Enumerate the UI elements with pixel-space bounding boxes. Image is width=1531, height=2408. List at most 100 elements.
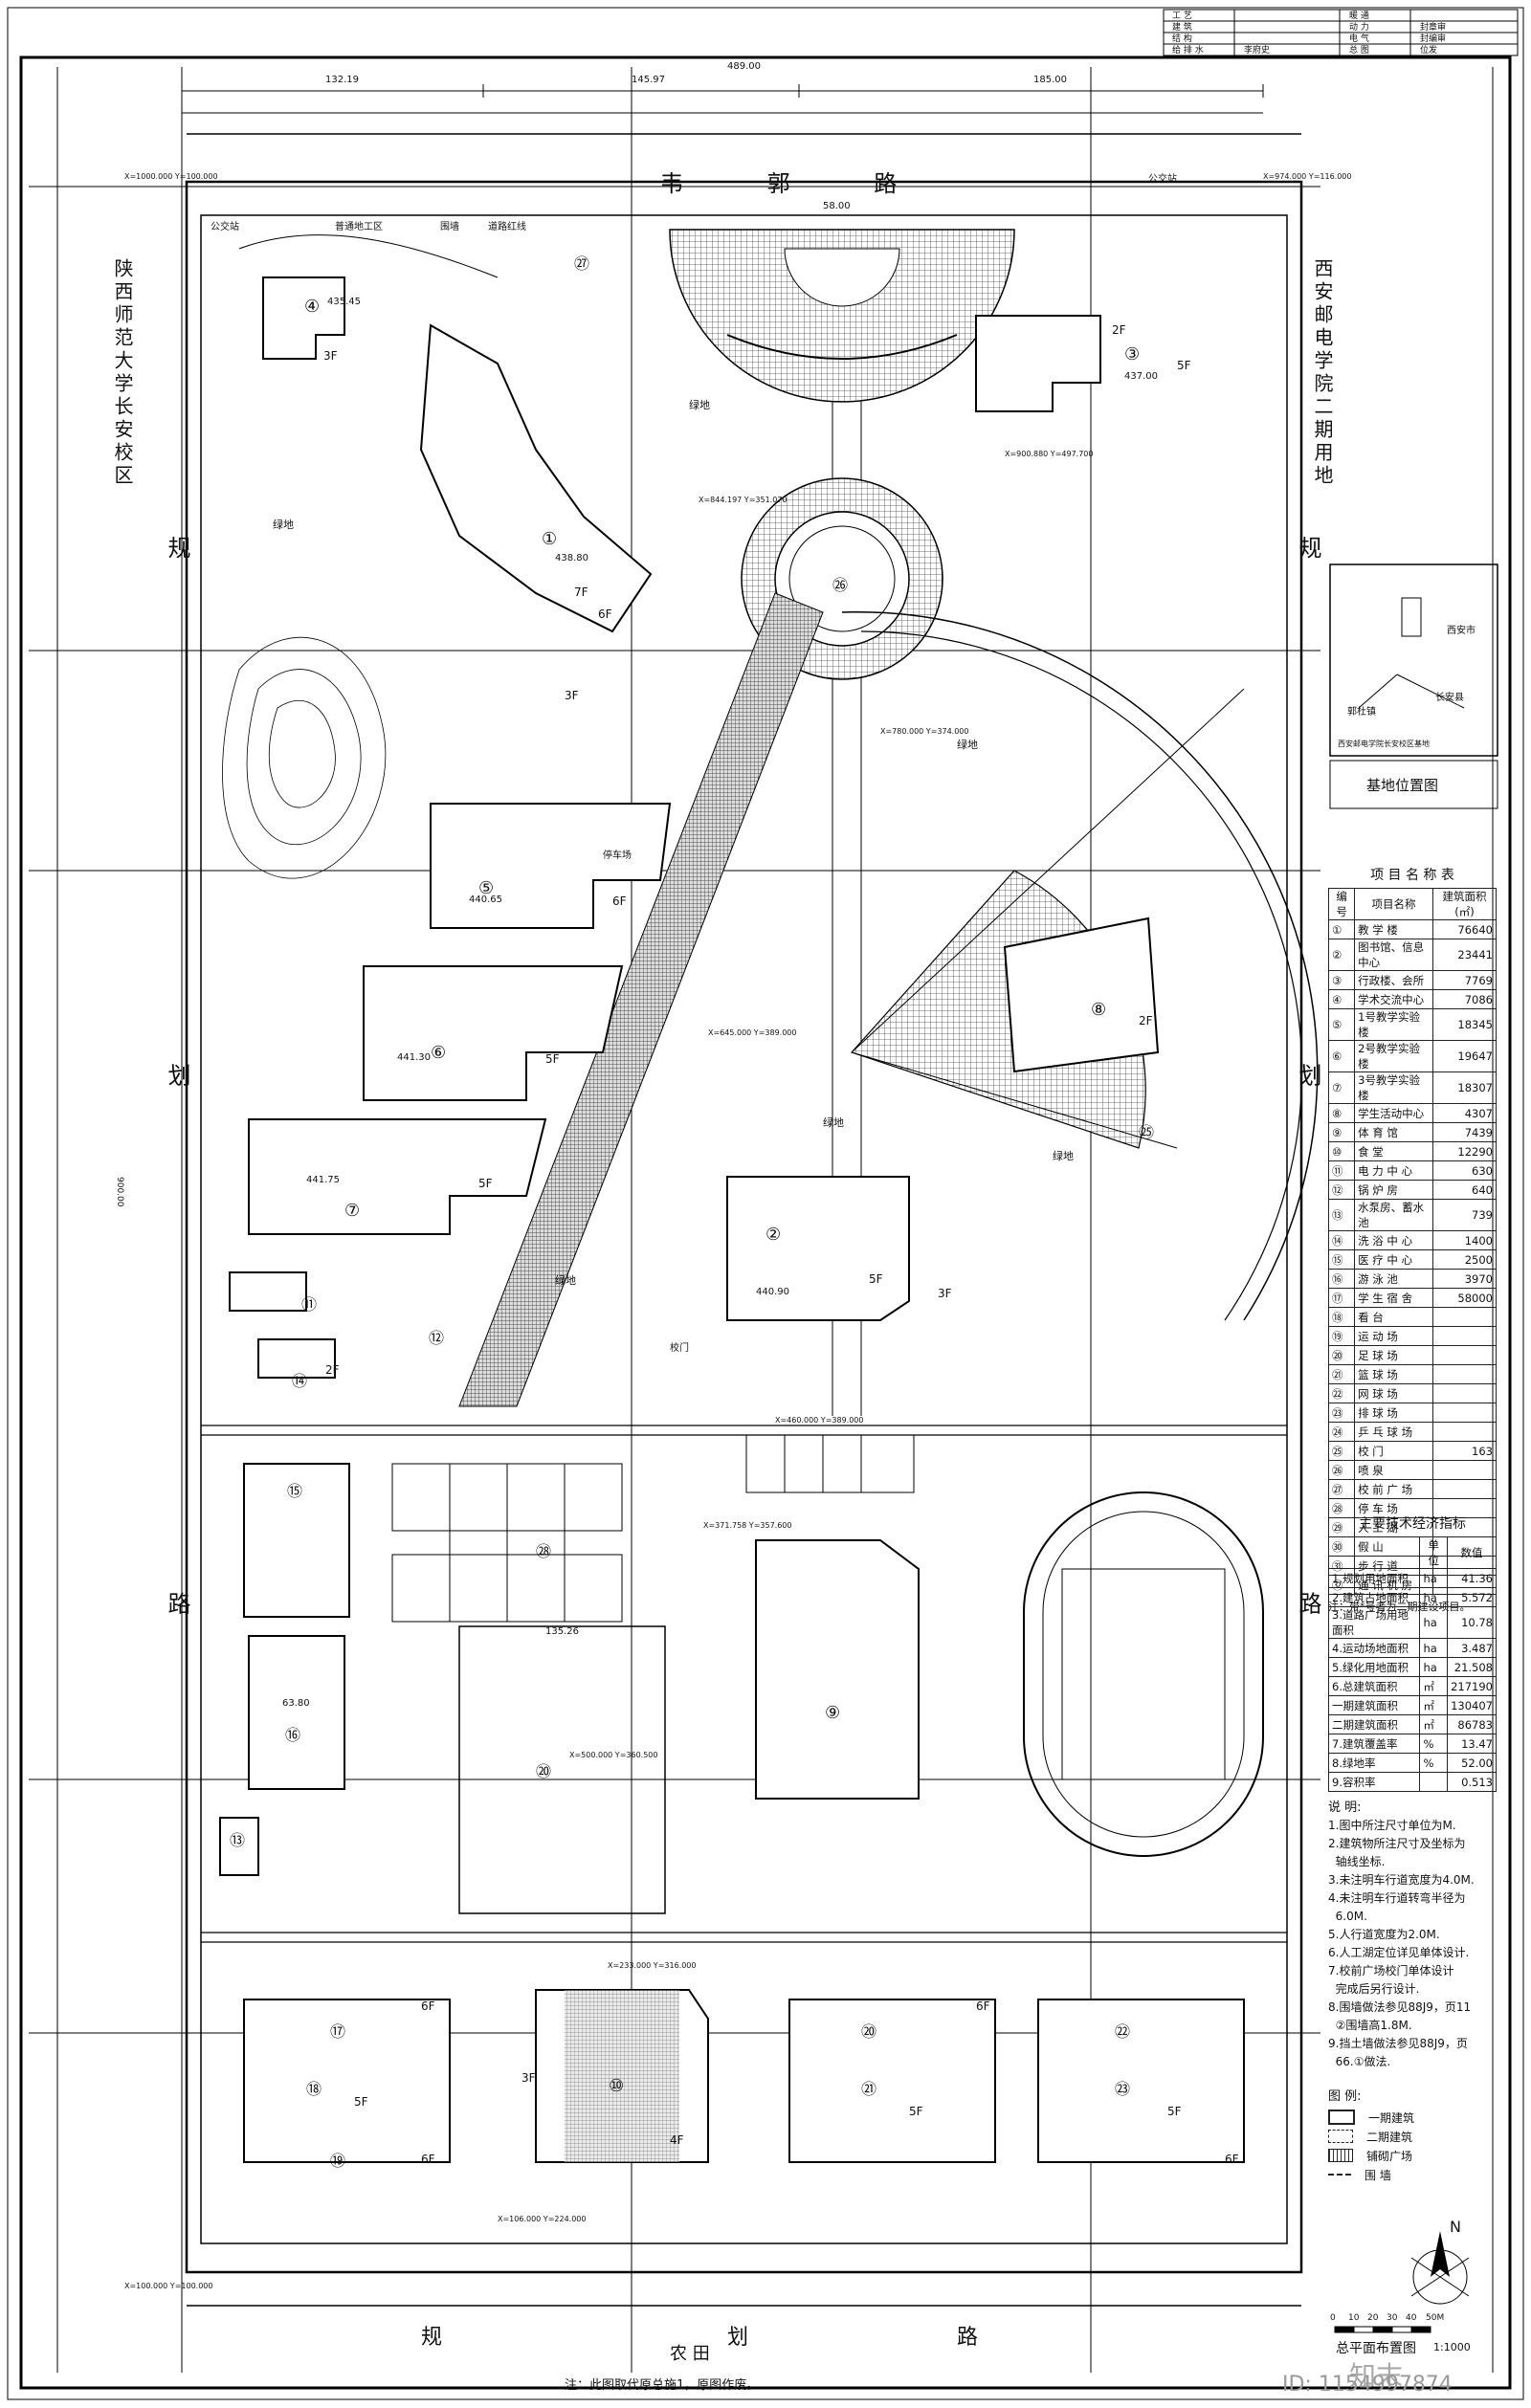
title-block-cell: 暖 通 bbox=[1349, 11, 1369, 21]
building-number: ㉘ bbox=[536, 1542, 552, 1560]
north-plaza bbox=[669, 229, 1015, 403]
table-cell bbox=[1419, 1772, 1449, 1792]
table-cell: 5.572 bbox=[1447, 1587, 1497, 1607]
table-cell: ⑲ bbox=[1327, 1326, 1356, 1346]
table-cell: 电 力 中 心 bbox=[1354, 1160, 1433, 1181]
table-cell: ㎡ bbox=[1419, 1695, 1449, 1715]
building-2 bbox=[726, 1176, 910, 1321]
building-4 bbox=[262, 276, 345, 360]
table-cell bbox=[1431, 1422, 1498, 1442]
construction-label: 普通地工区 bbox=[335, 222, 383, 232]
table-cell bbox=[1431, 1403, 1498, 1423]
table-cell: 6.总建筑面积 bbox=[1327, 1676, 1421, 1696]
floor-label: 2F bbox=[1139, 1014, 1153, 1027]
road-west: 规 划 路 bbox=[164, 536, 190, 1864]
building-number: ⑨ bbox=[825, 1703, 841, 1723]
elevation-label: 440.90 bbox=[756, 1287, 789, 1297]
dimension-label: 900.00 bbox=[115, 1177, 124, 1207]
building-number: ② bbox=[766, 1225, 782, 1245]
table-cell: 网 球 场 bbox=[1354, 1383, 1433, 1403]
table-cell: 校 前 广 场 bbox=[1354, 1479, 1433, 1499]
floor-label: 5F bbox=[1167, 2105, 1182, 2118]
diagonal-walkway bbox=[458, 592, 824, 1407]
table-cell: 校 门 bbox=[1354, 1441, 1433, 1461]
title-block-cell: 建 筑 bbox=[1172, 23, 1192, 33]
table-cell: % bbox=[1419, 1734, 1449, 1754]
fence-label: 围墙 bbox=[440, 222, 459, 232]
floor-label: 5F bbox=[478, 1177, 493, 1190]
dorm-17b bbox=[788, 1999, 996, 2163]
table-header bbox=[1327, 1536, 1421, 1569]
road-south-2: 划 bbox=[727, 2326, 749, 2350]
note-line: 5.人行道宽度为2.0M. bbox=[1328, 1928, 1440, 1941]
tennis-courts bbox=[745, 1434, 915, 1493]
bottom-note: 注：此图取代原总施1，原图作废。 bbox=[565, 2378, 760, 2393]
table-cell: 教 学 楼 bbox=[1354, 919, 1433, 939]
elevation-label: 440.65 bbox=[469, 895, 502, 905]
ring-road bbox=[841, 610, 1319, 1321]
dorm-17 bbox=[243, 1999, 451, 2163]
note-line: ②围墙高1.8M. bbox=[1328, 2019, 1412, 2032]
building-number: ㉓ bbox=[1115, 2080, 1131, 2098]
fan-plaza bbox=[850, 688, 1245, 1149]
building-number: ⑳ bbox=[861, 2022, 877, 2041]
table-cell: 163 bbox=[1431, 1441, 1498, 1461]
dimension-label: 145.97 bbox=[632, 75, 665, 85]
table-cell bbox=[1431, 1307, 1498, 1327]
building-number: ㉖ bbox=[832, 576, 849, 594]
location-note: 西安邮电学院长安校区基地 bbox=[1338, 740, 1430, 748]
floor-label: 3F bbox=[323, 349, 338, 363]
building-number: ㉒ bbox=[1115, 2022, 1131, 2041]
floor-label: 6F bbox=[421, 1999, 435, 2013]
building-6 bbox=[363, 965, 624, 1101]
table-cell: 3.487 bbox=[1447, 1638, 1497, 1658]
building-number: ⑦ bbox=[344, 1201, 361, 1221]
table-cell: 1.规划用地面积 bbox=[1327, 1568, 1421, 1588]
note-line: 4.未注明车行道转弯半径为 bbox=[1328, 1891, 1466, 1905]
table-cell: 7086 bbox=[1431, 989, 1498, 1009]
building-16-pool bbox=[248, 1635, 345, 1790]
bus-stop-label: 公交站 bbox=[1148, 174, 1177, 185]
building-number: ⑳ bbox=[536, 1762, 552, 1780]
coordinate-label: X=844.197 Y=351.070 bbox=[699, 496, 788, 504]
elevation-label: 438.80 bbox=[555, 553, 588, 563]
scale-bar bbox=[1334, 2326, 1431, 2333]
table-cell: 图书馆、信息中心 bbox=[1354, 939, 1433, 971]
note-line: 轴线坐标. bbox=[1328, 1855, 1386, 1868]
greenland-label: 绿地 bbox=[689, 399, 710, 411]
building-number: ③ bbox=[1124, 344, 1141, 365]
bus-stop-label: 公交站 bbox=[211, 222, 239, 232]
road-south-3: 路 bbox=[957, 2326, 979, 2350]
table-cell: 10.78 bbox=[1447, 1606, 1497, 1639]
building-5 bbox=[430, 803, 672, 929]
title-block-cell: 封章审 bbox=[1420, 23, 1447, 33]
table-cell: ㎡ bbox=[1419, 1714, 1449, 1734]
title-block bbox=[1163, 9, 1519, 56]
table-cell: ha bbox=[1419, 1606, 1449, 1639]
location-map bbox=[1329, 563, 1498, 809]
floor-label: 3F bbox=[565, 689, 579, 702]
building-number: ⑰ bbox=[330, 2022, 346, 2041]
table-cell: ⑧ bbox=[1327, 1103, 1356, 1123]
table-cell: 86783 bbox=[1447, 1714, 1497, 1734]
dimension-label: 63.80 bbox=[282, 1698, 310, 1709]
building-number: ㉑ bbox=[861, 2080, 877, 2098]
table-cell: ㉒ bbox=[1327, 1383, 1356, 1403]
legend-item: 围 墙 bbox=[1328, 2165, 1497, 2184]
location-city: 西安市 bbox=[1447, 626, 1476, 636]
table-cell: 篮 球 场 bbox=[1354, 1364, 1433, 1384]
building-number: ⑩ bbox=[609, 2076, 625, 2096]
table-cell: 7769 bbox=[1431, 970, 1498, 990]
legend-panel: 图 例: 一期建筑 二期建筑 铺砌广场 围 墙 bbox=[1328, 2086, 1497, 2184]
